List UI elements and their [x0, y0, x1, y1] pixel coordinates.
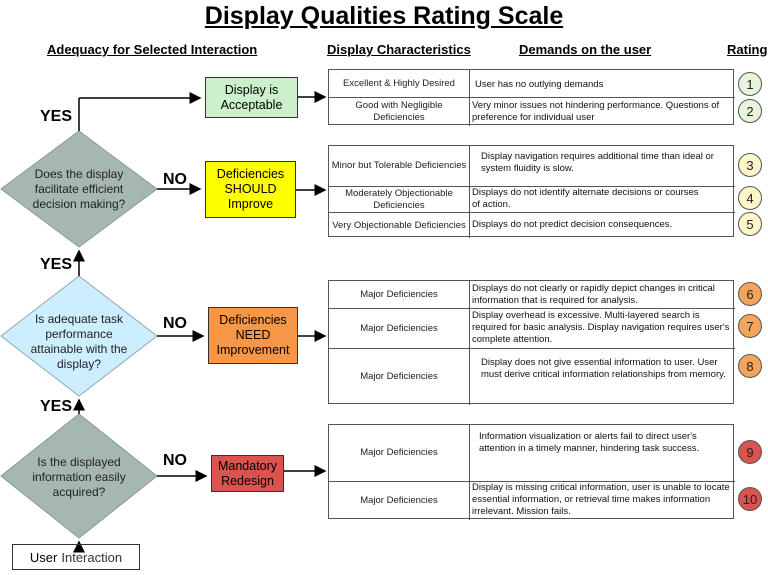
demand-cell: Display does not give essential informat… — [481, 357, 726, 380]
rating-circle: 4 — [738, 186, 762, 210]
decision-question-1: Does the display facilitate efficient de… — [32, 167, 126, 211]
rating-circle: 8 — [738, 354, 762, 378]
decision-question-2: Is adequate task performance attainable … — [30, 312, 128, 371]
header-characteristics: Display Characteristics — [327, 42, 471, 57]
outcome-mandatory-redesign: Mandatory Redesign — [211, 455, 284, 492]
demand-cell: Displays do not clearly or rapidly depic… — [472, 283, 715, 306]
demand-cell: Display overhead is excessive. Multi-lay… — [472, 310, 730, 345]
demand-cell: Display navigation requires additional t… — [481, 151, 714, 174]
demand-cell: Display is missing critical information,… — [472, 482, 730, 517]
outcome-should-improve: Deficiencies SHOULD Improve — [205, 161, 296, 218]
characteristic-cell: Major Deficiencies — [360, 447, 438, 458]
demand-cell: Displays do not predict decision consequ… — [472, 219, 673, 230]
characteristic-cell: Moderately Objectionable Deficiencies — [345, 187, 453, 211]
characteristic-cell: Minor but Tolerable Deficiencies — [331, 160, 467, 171]
characteristic-cell: Excellent & Highly Desired — [343, 77, 455, 89]
yes-label-3: YES — [40, 398, 73, 415]
decision-question-3: Is the displayed information easily acqu… — [32, 455, 126, 499]
header-adequacy: Adequacy for Selected Interaction — [47, 42, 258, 57]
no-label-2: NO — [163, 315, 187, 332]
rating-circle: 5 — [738, 212, 762, 236]
characteristic-cell: Major Deficiencies — [360, 495, 438, 506]
decision-diamond-3 — [0, 413, 158, 539]
characteristic-cell: Very Objectionable Deficiencies — [332, 219, 466, 231]
page-title: Display Qualities Rating Scale — [204, 2, 564, 30]
demand-cell: Displays do not identify alternate decis… — [472, 187, 699, 210]
no-label-1: NO — [163, 171, 187, 188]
rating-circle: 7 — [738, 314, 762, 338]
no-label-3: NO — [163, 452, 187, 469]
rating-circle: 3 — [738, 153, 762, 177]
rating-group-1: Excellent & Highly Desired Good with Neg… — [328, 69, 735, 126]
interaction-label: Interaction — [61, 549, 123, 565]
rating-circle: 10 — [738, 487, 762, 511]
decision-diamond-2 — [0, 275, 158, 397]
outcome-acceptable: Display is Acceptable — [205, 77, 298, 118]
characteristic-cell: Major Deficiencies — [360, 371, 438, 382]
rating-group-3: Major Deficiencies Major Deficiencies Ma… — [328, 280, 735, 405]
characteristic-cell: Major Deficiencies — [360, 322, 438, 334]
rating-group-2: Minor but Tolerable Deficiencies Moderat… — [328, 145, 735, 238]
demand-cell: Very minor issues not hindering performa… — [472, 100, 720, 123]
rating-group-4: Major Deficiencies Major Deficiencies In… — [328, 424, 735, 520]
header-rating: Rating — [727, 42, 768, 57]
rating-circle: 1 — [738, 72, 762, 96]
yes-label-1: YES — [40, 108, 73, 125]
rating-circle: 6 — [738, 282, 762, 306]
outcome-need-improvement: Deficiencies NEED Improvement — [208, 307, 298, 364]
rating-circle: 2 — [738, 99, 762, 123]
demand-cell: Information visualization or alerts fail… — [479, 431, 700, 454]
rating-circle: 9 — [738, 440, 762, 464]
user-label: User — [29, 549, 58, 565]
demand-cell: User has no outlying demands — [475, 79, 604, 90]
yes-label-2: YES — [40, 256, 73, 273]
user-interaction-box: User Interaction — [12, 544, 140, 570]
header-demands: Demands on the user — [519, 42, 652, 57]
characteristic-cell: Major Deficiencies — [360, 288, 438, 300]
characteristic-cell: Good with Negligible Deficiencies — [355, 100, 443, 123]
decision-diamond-1 — [0, 130, 158, 248]
